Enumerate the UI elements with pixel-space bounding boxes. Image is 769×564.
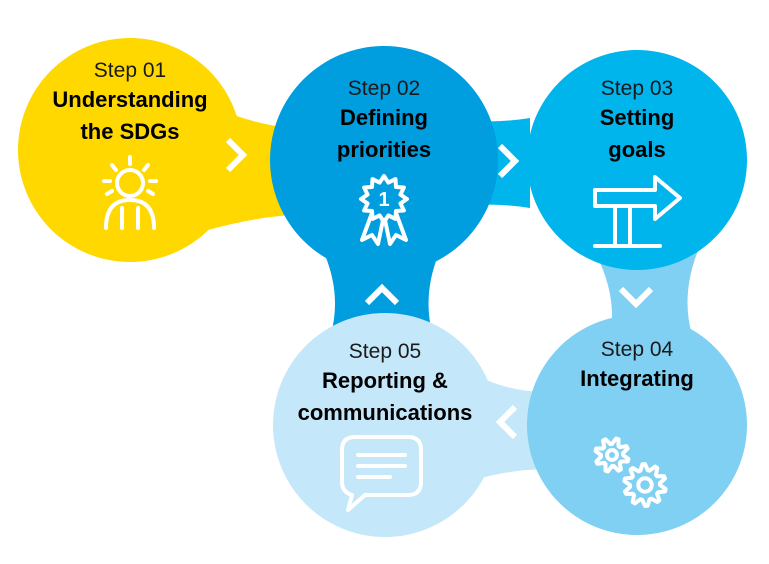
step-01-circle [18,38,242,262]
step-02-circle [270,46,498,274]
award-ribbon-icon: 1 [359,174,409,246]
step-03-title: Setting goals [599,105,675,162]
step-02-label: Step 02 Defining priorities [284,76,484,166]
step-04-title: Integrating [580,366,694,391]
step-04-label: Step 04 Integrating [537,337,737,395]
gear-icon [593,436,631,474]
step-02-title: Defining priorities [336,105,432,162]
award-number: 1 [378,189,389,211]
step-05-label: Step 05 Reporting & communications [272,339,498,429]
gear-hub [605,448,619,462]
step-04-number: Step 04 [600,338,674,361]
signpost-arrow-icon [593,175,682,248]
speech-bubble-icon [340,435,423,512]
step-02-number: Step 02 [347,77,421,100]
chevron-right-icon [497,143,520,179]
step-05-number: Step 05 [348,340,422,363]
step-03-label: Step 03 Setting goals [537,76,737,166]
step-05-title: Reporting & communications [297,368,473,425]
step-01-title: Understanding the SDGs [52,87,208,144]
chevron-up-icon [364,283,400,306]
gears-icon [593,436,668,508]
step-03-circle [527,50,747,270]
lightbulb-person-icon [102,155,158,230]
gear-hub [636,476,654,494]
step-01-number: Step 01 [93,59,167,82]
gear-icon [622,462,668,508]
step-03-number: Step 03 [600,77,674,100]
step-01-label: Step 01 Understanding the SDGs [30,58,230,148]
chevron-down-icon [618,286,654,309]
chevron-left-icon [495,404,518,440]
chevron-right-icon [225,137,248,173]
step-05-circle [273,313,497,537]
step-04-circle [527,315,747,535]
